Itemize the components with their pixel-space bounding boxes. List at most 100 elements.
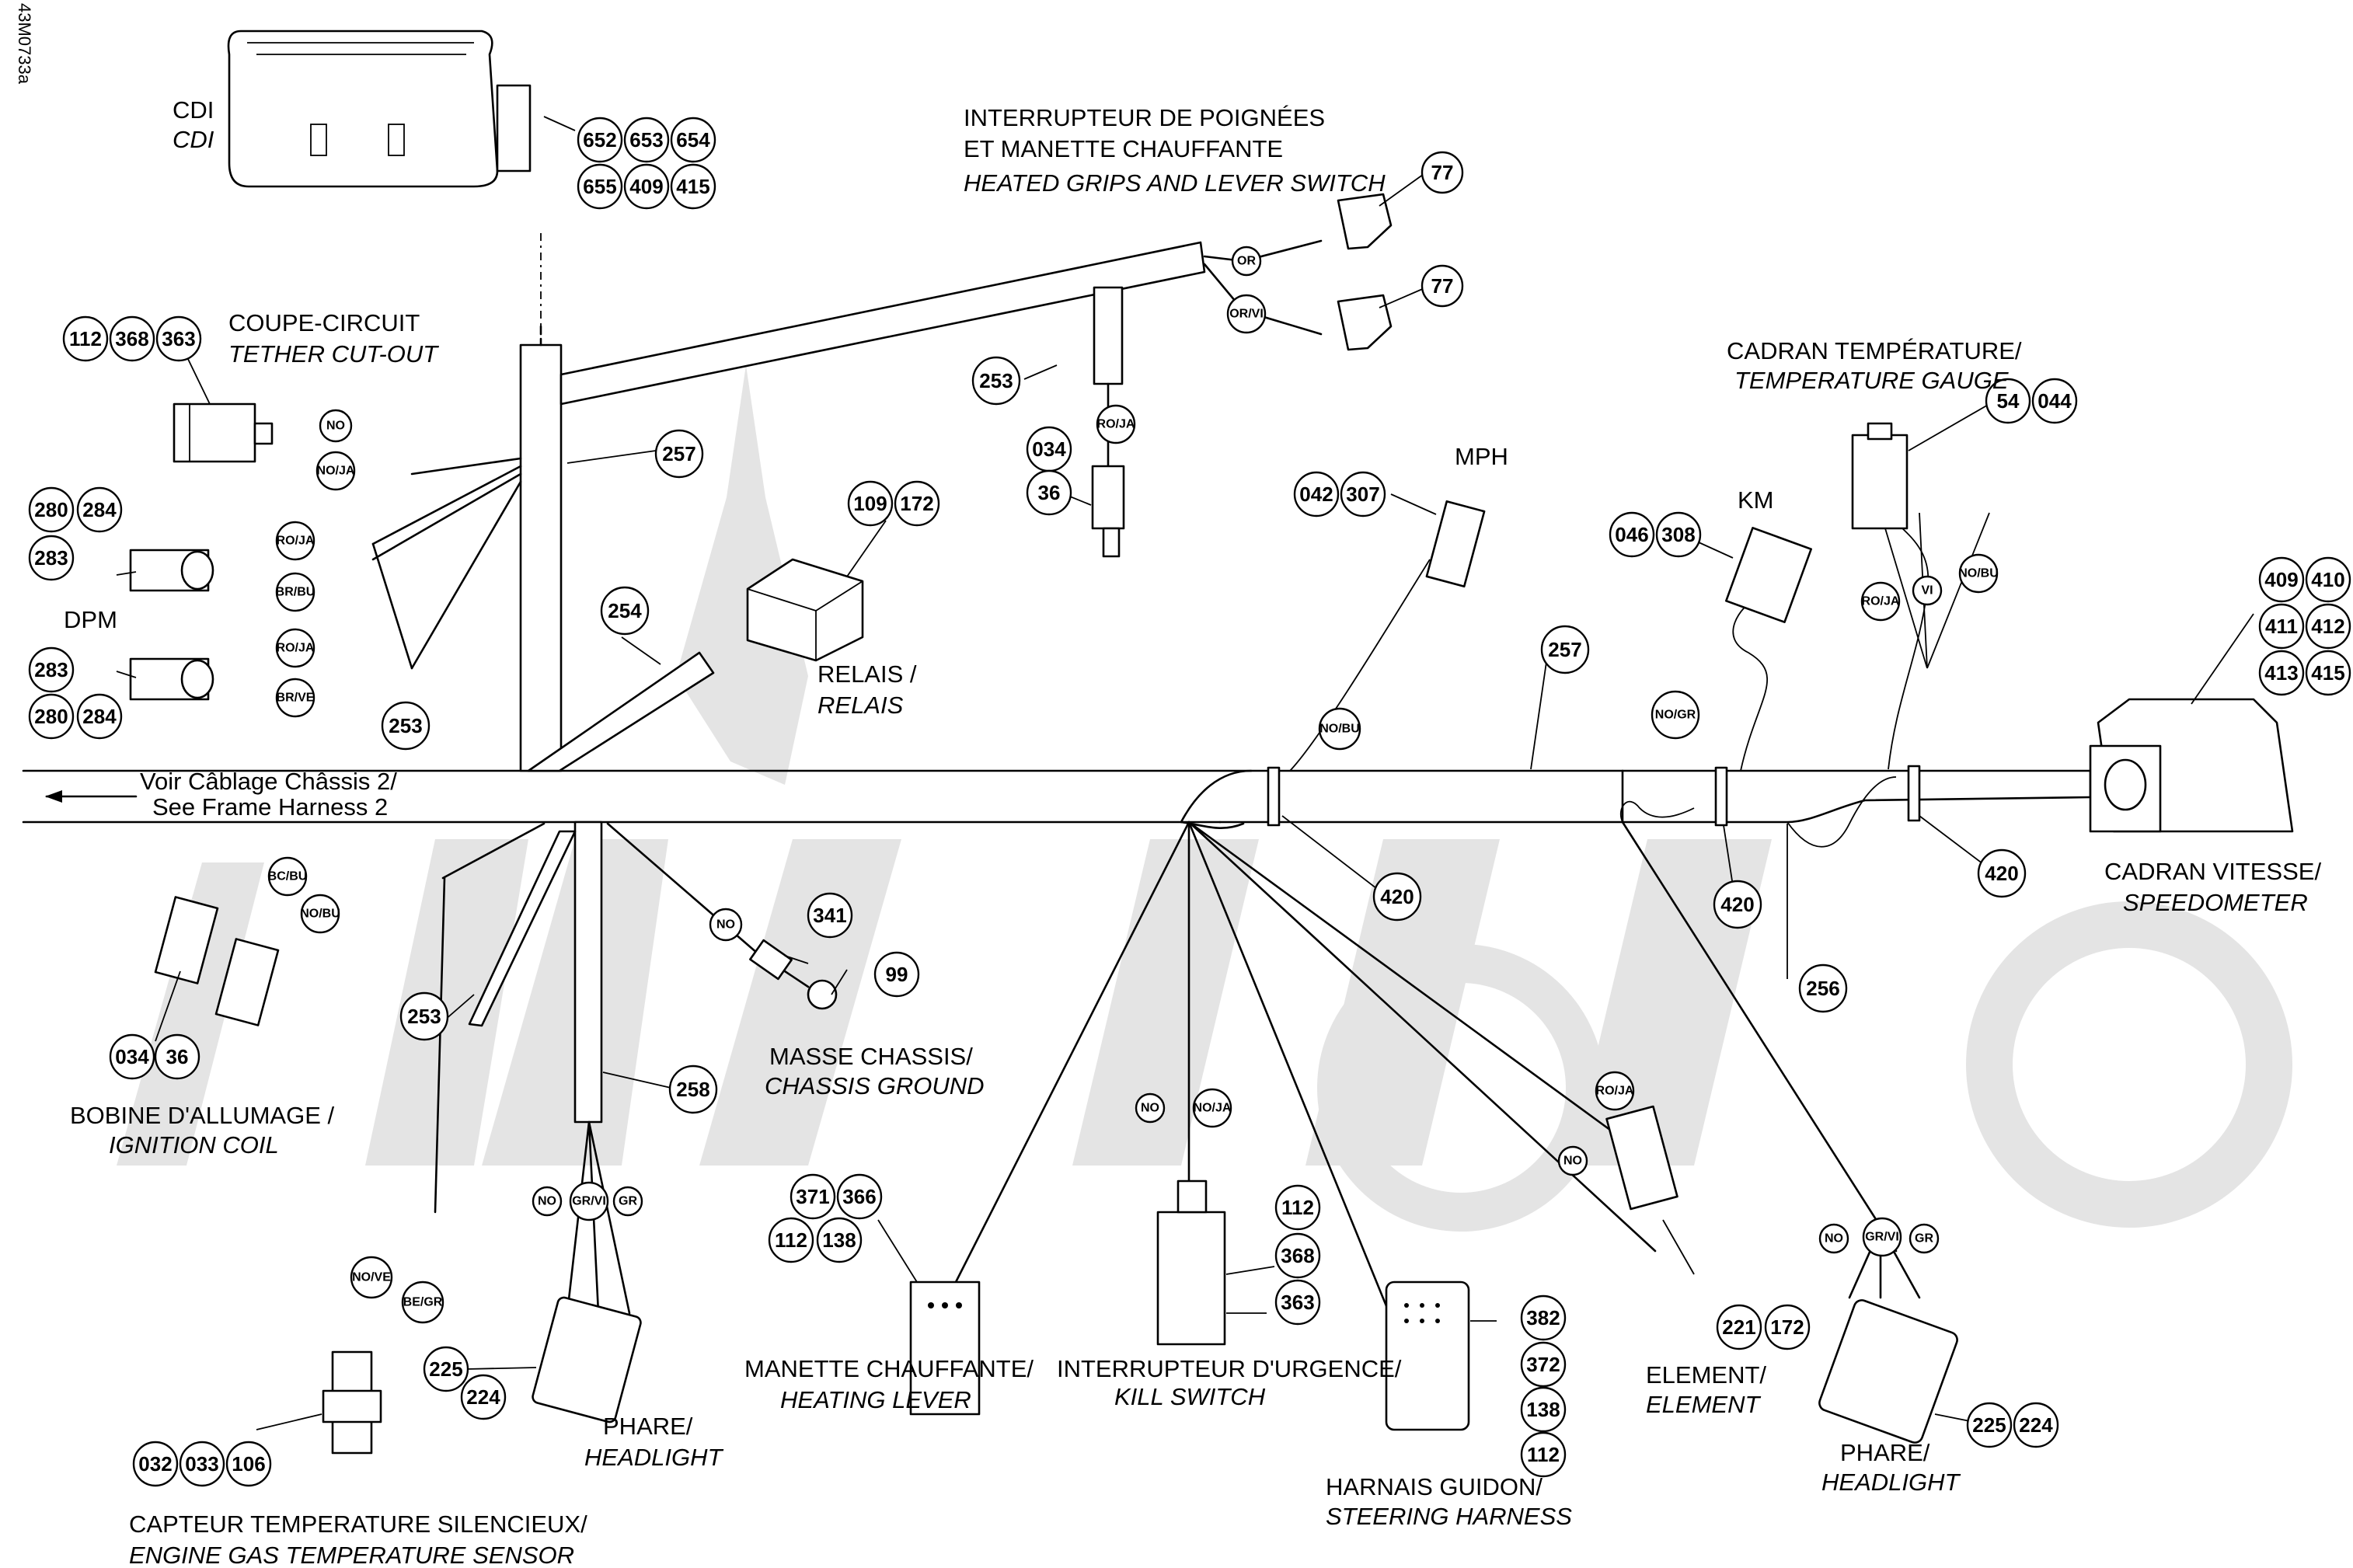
- callout-dpm-bot-1: 283: [28, 646, 75, 693]
- svg-text:420: 420: [1720, 893, 1754, 916]
- callout-cdi-4: 655: [577, 163, 623, 210]
- svg-text:363: 363: [162, 327, 195, 350]
- svg-text:138: 138: [822, 1228, 856, 1252]
- wire-temp-1: RO/JA: [1860, 581, 1901, 622]
- svg-text:283: 283: [34, 658, 68, 681]
- svg-text:NO: NO: [538, 1195, 556, 1208]
- wire-ign-1: BC/BU: [268, 856, 307, 897]
- callout-speedo-2: 410: [2305, 556, 2351, 603]
- callout-tether-1: 112: [62, 315, 109, 362]
- callout-cdi-6: 415: [670, 163, 716, 210]
- callout-egt-3: 106: [225, 1441, 272, 1487]
- label-ign-fr: BOBINE D'ALLUMAGE /: [70, 1102, 335, 1129]
- callout-253-heated: 253: [971, 356, 1021, 406]
- label-ign-en: IGNITION COIL: [109, 1131, 279, 1159]
- svg-text:GR/VI: GR/VI: [572, 1195, 606, 1208]
- callout-36-upper: 36: [1026, 469, 1072, 516]
- label-element-fr: ELEMENT/: [1646, 1361, 1766, 1389]
- svg-text:420: 420: [1985, 862, 2018, 885]
- svg-text:36: 36: [166, 1045, 189, 1068]
- label-hl-left-fr: PHARE/: [603, 1413, 693, 1440]
- label-speedo-fr: CADRAN VITESSE/: [2104, 858, 2321, 885]
- callout-steer-1: 382: [1520, 1294, 1567, 1341]
- ignition-coil-connectors: [154, 896, 280, 1026]
- component-labels: CDI CDI COUPE-CIRCUIT TETHER CUT-OUT DPM…: [64, 96, 2321, 1568]
- label-kill-en: KILL SWITCH: [1114, 1383, 1266, 1410]
- svg-text:NO: NO: [1141, 1102, 1159, 1115]
- wire-dpm-top-1: RO/JA: [275, 521, 315, 561]
- callout-mph-1: 042: [1293, 471, 1340, 517]
- svg-text:368: 368: [1281, 1244, 1314, 1267]
- label-kill-fr: INTERRUPTEUR D'URGENCE/: [1057, 1355, 1402, 1382]
- label-steer-en: STEERING HARNESS: [1326, 1503, 1572, 1530]
- wire-heated-2: OR/VI: [1226, 294, 1267, 334]
- gauge-wires: [1289, 512, 1990, 772]
- wire-mph: NO/BU: [1318, 707, 1361, 751]
- svg-text:284: 284: [82, 498, 117, 521]
- svg-text:OR: OR: [1237, 255, 1256, 268]
- label-heated-en: HEATED GRIPS AND LEVER SWITCH: [964, 169, 1386, 197]
- label-ground-en: CHASSIS GROUND: [765, 1072, 984, 1099]
- callout-254: 254: [600, 586, 650, 636]
- callout-tether-2: 368: [109, 315, 155, 362]
- clamp-420-c: [1907, 765, 1921, 822]
- label-hl-right-en: HEADLIGHT: [1821, 1469, 1961, 1496]
- callout-cdi-2: 653: [623, 117, 670, 163]
- callout-hl-right-1: 225: [1966, 1402, 2013, 1448]
- callout-relay-1: 109: [847, 480, 894, 527]
- wire-dpm-bottom-2: BR/VE: [275, 678, 315, 718]
- wire-hl-left-2: GR/VI: [569, 1181, 609, 1221]
- relay-branch: [527, 651, 715, 772]
- svg-text:415: 415: [2311, 661, 2344, 685]
- drawing-ref: 43M0733a: [15, 3, 34, 85]
- element-connector: [1605, 1105, 1678, 1211]
- svg-text:308: 308: [1661, 523, 1695, 546]
- callout-kill-2: 368: [1274, 1232, 1321, 1279]
- wire-hl-left-3: GR: [612, 1186, 643, 1217]
- wire-temp-2: VI: [1912, 575, 1943, 606]
- callout-mph-2: 307: [1340, 471, 1386, 517]
- label-egt-fr: CAPTEUR TEMPERATURE SILENCIEUX/: [129, 1511, 587, 1538]
- callout-lever-3: 112: [768, 1217, 814, 1263]
- callout-relay-2: 172: [894, 480, 940, 527]
- headlight-right-connector: [1818, 1299, 1958, 1444]
- label-relay-fr: RELAIS /: [817, 660, 917, 688]
- callout-256: 256: [1798, 963, 1848, 1013]
- svg-text:RO/JA: RO/JA: [1862, 595, 1900, 608]
- svg-text:409: 409: [2264, 568, 2298, 591]
- callout-kill-3: 363: [1274, 1279, 1321, 1326]
- label-relay-en: RELAIS: [817, 692, 904, 719]
- svg-text:112: 112: [1527, 1443, 1560, 1466]
- svg-text:109: 109: [853, 492, 887, 515]
- svg-text:NO/GR: NO/GR: [1655, 709, 1696, 722]
- svg-text:258: 258: [676, 1078, 709, 1101]
- svg-text:VI: VI: [1921, 584, 1933, 598]
- callout-cdi-3: 654: [670, 117, 716, 163]
- callout-253-a: 253: [381, 701, 431, 751]
- callout-ign-1: 034: [109, 1033, 155, 1080]
- callout-lever-4: 138: [816, 1217, 863, 1263]
- wire-km: NO/GR: [1651, 690, 1700, 740]
- kill-switch-connector: [1156, 1179, 1226, 1346]
- label-egt-en: ENGINE GAS TEMPERATURE SENSOR: [129, 1542, 574, 1568]
- label-temp-fr: CADRAN TEMPÉRATURE/: [1727, 337, 2022, 364]
- callout-77-a: 77: [1421, 151, 1464, 194]
- callout-temp-2: 044: [2031, 378, 2078, 424]
- label-temp-en: TEMPERATURE GAUGE: [1734, 367, 2009, 394]
- wire-element-1: NO: [1557, 1145, 1588, 1176]
- svg-text:BR/VE: BR/VE: [277, 692, 315, 705]
- wire-heated-3: RO/JA: [1096, 404, 1136, 444]
- label-km: KM: [1738, 486, 1774, 514]
- wire-hl-right-1: NO: [1818, 1223, 1849, 1254]
- callout-lever-1: 371: [790, 1173, 836, 1220]
- label-tether-en: TETHER CUT-OUT: [228, 340, 439, 368]
- callout-egt-1: 032: [132, 1441, 179, 1487]
- svg-text:112: 112: [1281, 1196, 1314, 1219]
- svg-text:NO: NO: [326, 420, 345, 433]
- callout-hl-left-1: 225: [423, 1346, 469, 1392]
- wire-element-2: RO/JA: [1595, 1071, 1635, 1111]
- svg-text:653: 653: [629, 128, 663, 152]
- callout-dpm-top-1: 280: [28, 486, 75, 533]
- svg-text:253: 253: [389, 714, 422, 737]
- wire-tether-2: NO/JA: [315, 451, 356, 491]
